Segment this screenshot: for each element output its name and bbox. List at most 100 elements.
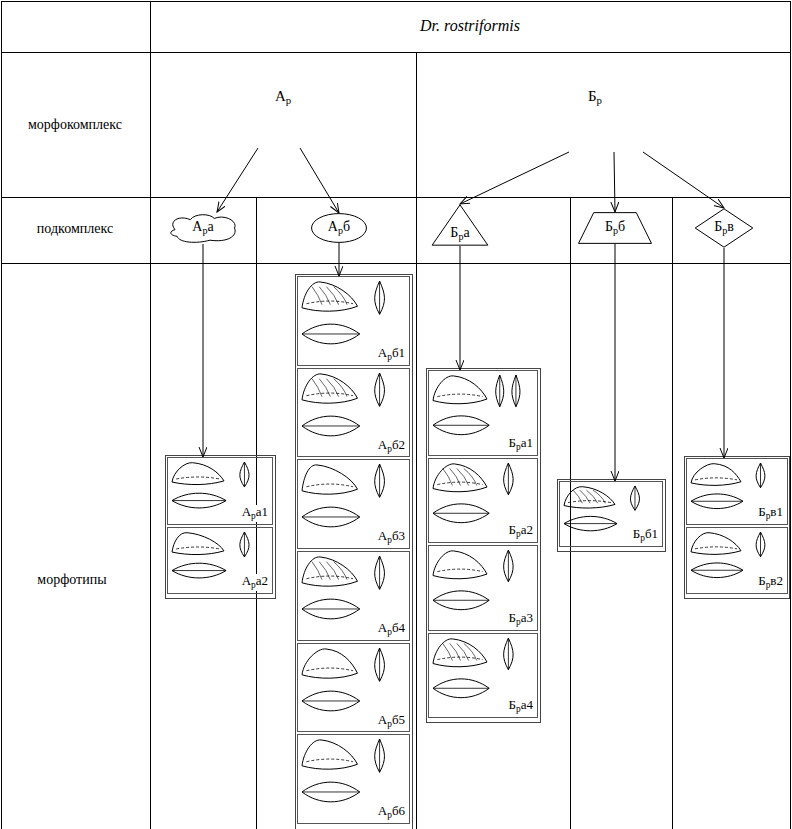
shell-outline	[756, 532, 765, 557]
node-label: Брб	[605, 219, 625, 237]
shell-outline	[379, 373, 380, 406]
shell-outline	[319, 562, 330, 580]
text-part: Б	[605, 219, 613, 234]
text-part: Б	[714, 219, 722, 234]
shell-outline	[504, 638, 514, 670]
shell-outline	[464, 468, 477, 485]
shell-outline	[433, 678, 489, 697]
shell-outline	[437, 569, 482, 572]
shell-outline	[634, 486, 635, 510]
shell-outline	[499, 375, 500, 407]
shell-outline	[564, 523, 617, 524]
text-part: б	[343, 219, 350, 234]
shell-outline	[312, 378, 322, 396]
morphotype-label: Брв2	[757, 574, 784, 591]
shell-outline	[564, 516, 617, 530]
arrow-connector	[614, 152, 615, 212]
table-rule	[672, 198, 673, 829]
shell-outline	[172, 500, 226, 501]
shell-outline	[450, 643, 461, 660]
text-part: в	[727, 219, 734, 234]
text-part: р	[387, 810, 392, 820]
text-part: р	[766, 580, 771, 590]
shell-outline	[375, 464, 385, 497]
shell-outline	[334, 378, 347, 396]
text-part: б1	[392, 345, 405, 360]
shell-outline	[176, 477, 220, 479]
text-part: б3	[392, 528, 405, 543]
shell-outline	[375, 556, 385, 589]
shell-outline	[691, 464, 741, 486]
arrow-connector	[203, 244, 204, 457]
text-part: р	[766, 511, 771, 521]
text-part: А	[378, 712, 387, 727]
morphotype-label: Ара1	[241, 505, 269, 522]
shell-outline	[433, 687, 489, 688]
shell-outline	[464, 643, 477, 660]
morphotype-box: Бра3	[428, 545, 538, 631]
shell-outline	[695, 478, 737, 480]
shell-outline	[302, 507, 360, 527]
morphocomplex-cell: Ар	[233, 80, 333, 148]
row-heading: морфотипы	[37, 572, 106, 588]
shell-outline	[443, 468, 453, 485]
text-part: А	[328, 219, 338, 234]
text-part: р	[516, 529, 521, 539]
group-frame	[166, 456, 276, 599]
shell-outline	[375, 281, 385, 314]
text-part: в2	[770, 573, 783, 588]
text-part: б	[618, 219, 625, 234]
shell-outline	[302, 324, 360, 344]
text-part: б4	[392, 620, 405, 635]
arrow-connector	[460, 246, 461, 370]
arrow-connector	[460, 152, 569, 204]
shell-outline	[302, 782, 360, 802]
arrow-connector	[339, 243, 340, 276]
text-part: А	[242, 504, 251, 519]
node-label: Ара	[192, 219, 213, 237]
text-part: р	[251, 580, 256, 590]
text-part: а2	[521, 522, 533, 537]
text-part: р	[387, 535, 392, 545]
shell-outline	[302, 649, 358, 678]
morphotype-box: Брб1	[559, 481, 663, 547]
arrow-connector	[615, 244, 616, 481]
text-part: р	[387, 627, 392, 637]
shell-outline	[504, 550, 514, 582]
shell-outline	[443, 643, 453, 660]
text-part: р	[251, 511, 256, 521]
text-part: р	[722, 225, 727, 236]
shell-outline	[433, 551, 487, 579]
arrow-connector	[300, 148, 339, 213]
text-part: р	[613, 225, 618, 236]
morphotype-label: Арб1	[377, 346, 406, 363]
shell-outline	[375, 373, 385, 406]
shell-outline	[302, 282, 358, 311]
morphotype-box: Ара2	[167, 527, 273, 595]
shell-outline	[302, 425, 360, 426]
shell-outline	[240, 462, 249, 487]
text-part: р	[338, 225, 343, 236]
morphotype-box: Арб6	[297, 734, 410, 824]
shell-outline	[508, 463, 509, 495]
shell-outline	[375, 739, 385, 772]
subcomplex-trapezoid: Брб	[577, 212, 653, 244]
shell-outline	[379, 648, 380, 681]
shell-outline	[512, 375, 520, 407]
shell-outline	[319, 287, 330, 305]
text-part: б5	[392, 712, 405, 727]
node-label: Бра	[450, 225, 469, 243]
shell-outline	[319, 378, 330, 396]
morphotype-box: Арб4	[297, 551, 410, 641]
text-part: А	[378, 345, 387, 360]
text-part: Б	[758, 573, 765, 588]
shell-outline	[437, 394, 482, 397]
shell-outline	[302, 416, 360, 436]
shell-outline	[504, 463, 514, 495]
morphotype-box: Брв1	[686, 458, 788, 525]
text-part: а3	[521, 610, 533, 625]
text-part: А	[242, 573, 251, 588]
morphotype-label: Арб2	[377, 438, 406, 455]
subcomplex-cloud: Ара	[168, 212, 238, 244]
shell-outline	[450, 468, 461, 485]
